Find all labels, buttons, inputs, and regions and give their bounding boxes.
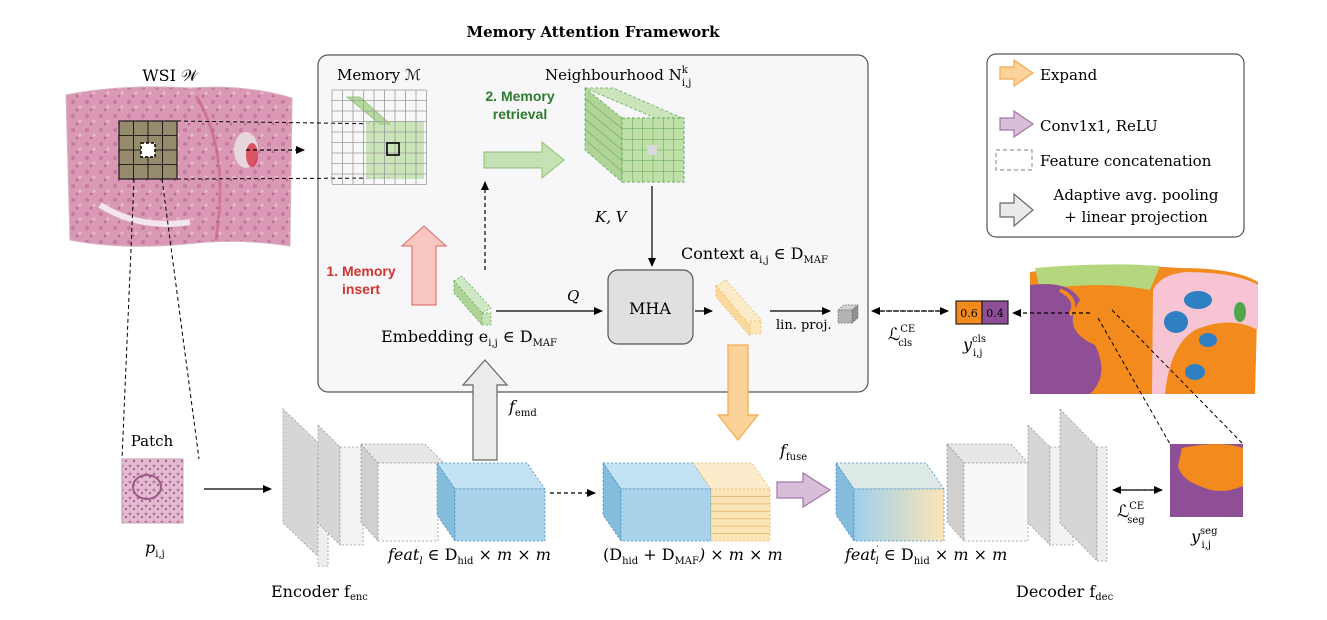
- embedding-label: Embedding ei,j ∈ DMAF: [381, 327, 557, 349]
- segmentation-map: [1030, 264, 1258, 394]
- wsi-grid: [118, 120, 178, 180]
- legend-concat-label: Feature concatenation: [1040, 152, 1212, 170]
- context-label: Context ai,j ∈ DMAF: [681, 244, 828, 266]
- kv-label: K, V: [594, 208, 629, 226]
- title: Memory Attention Framework: [467, 23, 721, 41]
- legend-pool-label: Adaptive avg. pooling+ linear projection: [1053, 186, 1219, 226]
- ffuse-arrow: [776, 471, 832, 509]
- patch-gland: [132, 474, 162, 500]
- lin-proj-label: lin. proj.: [776, 318, 831, 333]
- ffuse-label: ffuse: [779, 441, 807, 463]
- wsi-to-memory-top-dashed: [176, 120, 391, 125]
- embedding-block: [453, 275, 492, 327]
- retrieval-arrow: [483, 140, 565, 180]
- memory-insert-arrow: [400, 225, 448, 306]
- concat-block: [602, 461, 771, 543]
- ycls-value-0: 0.6: [960, 307, 978, 320]
- pooled-vector: [837, 304, 859, 324]
- ycls-cell-1: [981, 300, 1009, 325]
- patch-image: [121, 458, 184, 524]
- ycls-value-1: 0.4: [986, 307, 1004, 320]
- encoder-stack: [282, 408, 546, 567]
- yseg-map: [1170, 444, 1243, 517]
- mha-box: [607, 269, 694, 345]
- wsi-label: WSI 𝒲: [142, 66, 199, 85]
- wsi-to-memory-bottom-dashed: [176, 177, 391, 180]
- memory-label: Memory ℳ: [337, 66, 421, 84]
- legend-box: [986, 53, 1245, 238]
- patch-label: Patch: [131, 432, 174, 450]
- patch-var: pi,j: [145, 538, 165, 560]
- segmap-to-yseg-dashed-1: [1097, 317, 1171, 445]
- femd-label: femd: [508, 397, 537, 419]
- decoder-stack: [946, 408, 1108, 562]
- concat-label: (Dhid + DMAF) × m × m: [603, 545, 783, 567]
- wsi-image: [65, 86, 293, 247]
- wsi-patch-dashed-left: [121, 178, 135, 460]
- legend-conv-label: Conv1x1, ReLU: [1040, 117, 1158, 135]
- legend-concat-icon: [995, 149, 1033, 171]
- wsi-patch-dashed-right: [161, 178, 200, 460]
- feat-lp-label: feat′l ∈ Dhid × m × m: [844, 545, 1007, 567]
- legend-expand-icon: [999, 58, 1035, 88]
- q-label: Q: [567, 287, 579, 305]
- legend-pool-icon: [999, 192, 1034, 228]
- encoder-label: Encoder fenc: [271, 582, 368, 603]
- context-block: [715, 279, 762, 338]
- segmap-to-yseg-dashed-2: [1111, 309, 1244, 445]
- neighbourhood-block: [584, 87, 685, 183]
- feat-l-label: featl ∈ Dhid × m × m: [387, 545, 551, 567]
- legend-expand-label: Expand: [1040, 66, 1098, 84]
- mha-label: MHA: [629, 299, 671, 318]
- memory-grid: [331, 89, 427, 185]
- decoder-label: Decoder fdec: [1016, 582, 1114, 603]
- femd-arrow: [461, 359, 509, 461]
- legend-conv-icon: [999, 109, 1035, 139]
- fused-block: [835, 461, 945, 543]
- expand-arrow: [716, 344, 760, 441]
